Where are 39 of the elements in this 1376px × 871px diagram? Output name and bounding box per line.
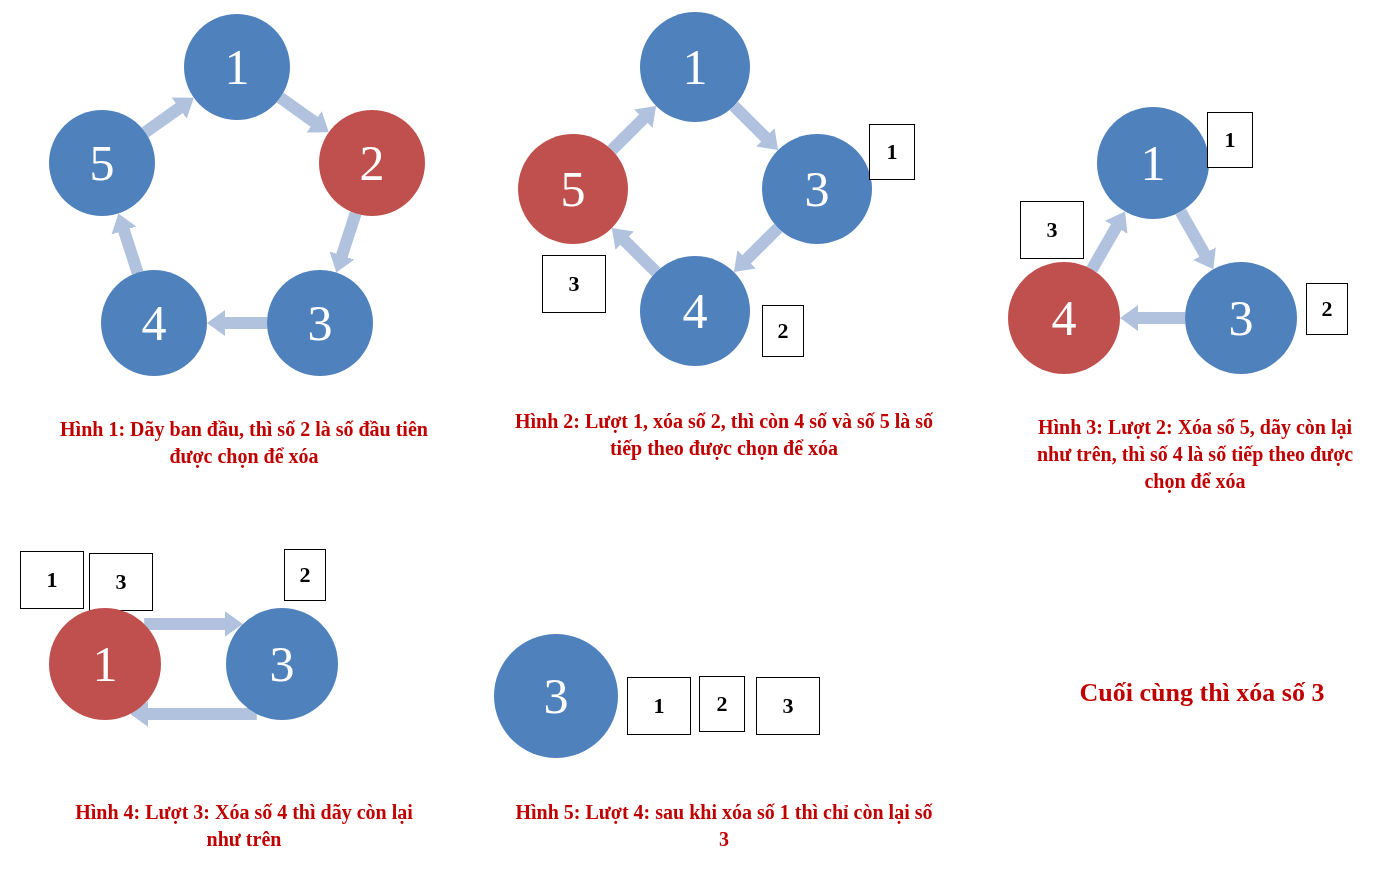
number-circle: 1 — [49, 608, 161, 720]
order-box: 3 — [89, 553, 153, 611]
block-arrow — [329, 211, 362, 275]
order-box: 3 — [1020, 201, 1084, 259]
number-circle: 1 — [184, 14, 290, 120]
block-arrow — [130, 701, 257, 727]
order-box: 1 — [20, 551, 84, 609]
figure-caption: Hình 3: Lượt 2: Xóa số 5, dãy còn lại như trên, thì số 4 là số tiếp theo được chọn để xóa — [1035, 415, 1355, 495]
figure-caption: Hình 2: Lượt 1, xóa số 2, thì còn 4 số và số 5 là số tiếp theo được chọn để xóa — [513, 409, 935, 462]
number-circle: 4 — [101, 270, 207, 376]
number-circle: 3 — [267, 270, 373, 376]
order-box: 3 — [756, 677, 820, 735]
block-arrow — [111, 211, 144, 275]
block-arrow — [1120, 305, 1185, 331]
number-circle: 3 — [226, 608, 338, 720]
number-circle: 1 — [640, 12, 750, 122]
order-box: 2 — [284, 549, 326, 601]
number-circle: 2 — [319, 110, 425, 216]
number-circle: 1 — [1097, 107, 1209, 219]
order-box: 2 — [762, 305, 804, 357]
order-box: 2 — [699, 676, 745, 732]
block-arrow — [144, 611, 243, 637]
figure-caption: Hình 1: Dãy ban đầu, thì số 2 là số đầu tiên được chọn để xóa — [59, 417, 429, 470]
order-box: 3 — [542, 255, 606, 313]
figure-caption: Hình 4: Lượt 3: Xóa số 4 thì dãy còn lại như trên — [74, 800, 414, 852]
number-circle: 4 — [640, 256, 750, 366]
figure-caption: Hình 5: Lượt 4: sau khi xóa số 1 thì chỉ còn lại số 3 — [514, 800, 934, 852]
number-circle: 5 — [49, 110, 155, 216]
figure-caption: Cuối cùng thì xóa số 3 — [1078, 677, 1326, 709]
number-circle: 4 — [1008, 262, 1120, 374]
order-box: 1 — [627, 677, 691, 735]
number-circle: 3 — [762, 134, 872, 244]
number-circle: 5 — [518, 134, 628, 244]
number-circle: 3 — [494, 634, 618, 758]
number-circle: 3 — [1185, 262, 1297, 374]
order-box: 1 — [1207, 112, 1253, 168]
order-box: 1 — [869, 124, 915, 180]
block-arrow — [207, 310, 267, 336]
order-box: 2 — [1306, 283, 1348, 335]
